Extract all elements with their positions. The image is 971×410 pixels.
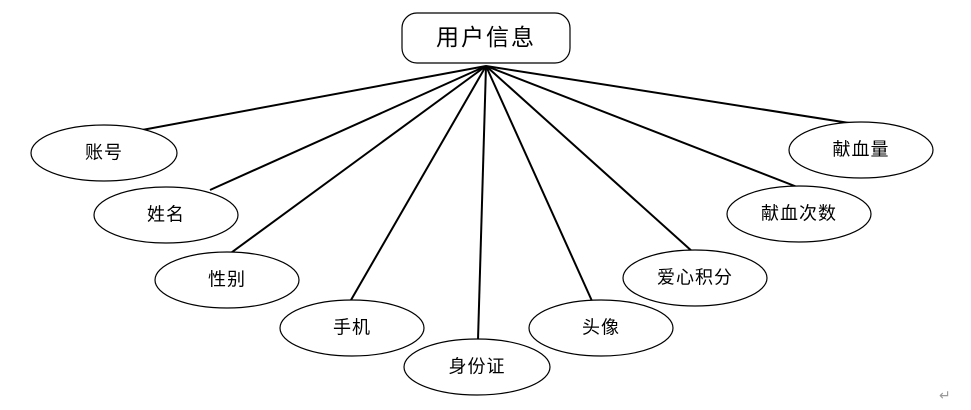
attribute-ellipse <box>726 185 872 243</box>
attribute-node: 账号 <box>30 124 178 182</box>
edge-attr-4 <box>477 65 487 341</box>
edge-attr-0 <box>141 65 487 131</box>
attribute-ellipse <box>93 186 239 244</box>
attribute-label: 献血量 <box>833 140 890 161</box>
edges <box>141 65 863 341</box>
attribute-ellipse <box>788 121 934 179</box>
edge-attr-6 <box>485 65 695 254</box>
attribute-node: 手机 <box>279 299 425 357</box>
attribute-label: 爱心积分 <box>657 268 733 289</box>
attribute-label: 头像 <box>582 318 620 339</box>
attribute-node: 身份证 <box>403 338 551 396</box>
edge-attr-7 <box>485 65 806 191</box>
attribute-ellipse <box>279 299 425 357</box>
attribute-label: 性别 <box>208 270 246 291</box>
attribute-node: 性别 <box>154 251 300 309</box>
entity-node: 用户信息 <box>401 12 571 64</box>
entity-label: 用户信息 <box>436 25 536 51</box>
entity-box <box>401 12 571 64</box>
attribute-nodes: 账号 姓名 性别 手机 身份证 头像 <box>30 121 934 396</box>
attribute-label: 献血次数 <box>761 204 837 225</box>
attribute-ellipse <box>30 124 178 182</box>
attribute-node: 爱心积分 <box>622 249 768 307</box>
edge-attr-5 <box>485 65 593 302</box>
attribute-label: 账号 <box>85 143 123 164</box>
edge-attr-8 <box>485 65 863 126</box>
paragraph-mark-icon: ↵ <box>939 388 951 404</box>
edge-attr-2 <box>227 65 487 256</box>
attribute-node: 献血次数 <box>726 185 872 243</box>
attribute-ellipse <box>622 249 768 307</box>
attribute-label: 身份证 <box>449 357 506 378</box>
attribute-ellipse <box>528 299 674 357</box>
attribute-ellipse <box>403 338 551 396</box>
attribute-label: 姓名 <box>147 205 185 226</box>
attribute-label: 手机 <box>333 318 371 339</box>
attribute-node: 姓名 <box>93 186 239 244</box>
attribute-ellipse <box>154 251 300 309</box>
edge-attr-1 <box>209 65 487 191</box>
attribute-node: 头像 <box>528 299 674 357</box>
edge-attr-3 <box>350 65 487 301</box>
attribute-node: 献血量 <box>788 121 934 179</box>
